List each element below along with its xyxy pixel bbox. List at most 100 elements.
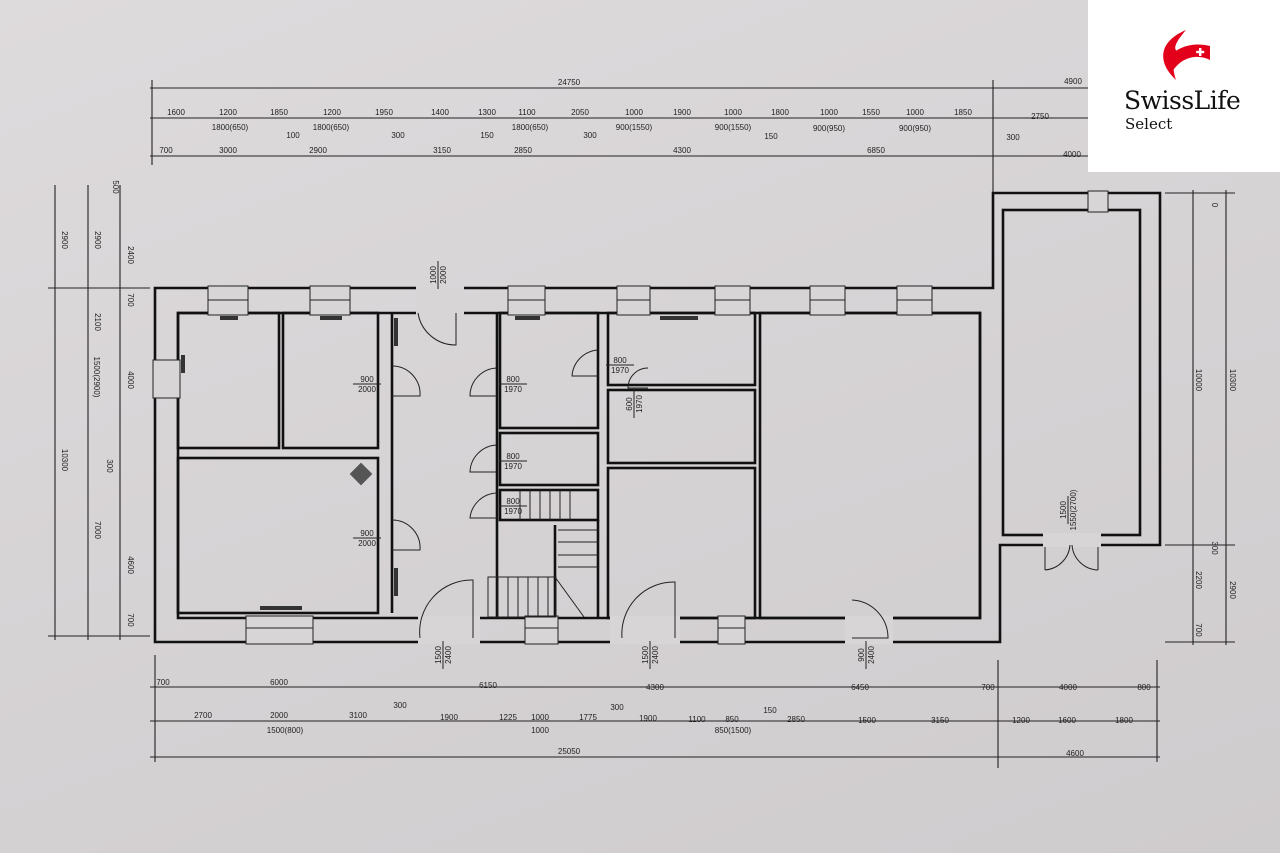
dimension-label: 2850 (514, 146, 532, 155)
door-width: 900 (857, 648, 866, 662)
dimension-label: 700 (159, 146, 173, 155)
door-width: 600 (625, 397, 634, 411)
dimension-label: 300 (583, 131, 597, 140)
door-height: 2400 (444, 646, 453, 664)
dimension-label: 6450 (851, 683, 869, 692)
dimension-label: 150 (763, 706, 777, 715)
door-width: 900 (360, 529, 374, 538)
dimension-label: 4000 (126, 371, 135, 389)
dimension-label: 1500 (858, 716, 876, 725)
dimension-label: 1600 (167, 108, 185, 117)
dimension-label: 300 (391, 131, 405, 140)
door-width: 800 (506, 497, 520, 506)
dimension-label: 1900 (639, 714, 657, 723)
dimension-label: 10300 (60, 449, 69, 472)
staircase (487, 490, 598, 618)
dimension-label: 1775 (579, 713, 597, 722)
dimension-label: 1000 (531, 726, 549, 735)
dimension-label: 150 (480, 131, 494, 140)
dimension-label: 300 (610, 703, 624, 712)
dimension-label: 3150 (433, 146, 451, 155)
dimension-label: 1850 (954, 108, 972, 117)
dimension-label: 1800(650) (313, 123, 350, 132)
dimension-label: 2100 (93, 313, 102, 331)
door-height: 2400 (867, 646, 876, 664)
dimension-label: 4000 (1059, 683, 1077, 692)
dimension-label: 300 (105, 459, 114, 473)
dimension-label: 700 (126, 613, 135, 627)
dimension-label: 1100 (518, 108, 536, 117)
dimension-label: 2900 (93, 231, 102, 249)
dimension-label: 300 (1210, 541, 1219, 555)
dimension-label: 2750 (1031, 112, 1049, 121)
swisslife-logo-icon (1163, 30, 1210, 80)
dimension-label: 100 (286, 131, 300, 140)
dimension-label: 6150 (479, 681, 497, 690)
dimension-label: 1500(800) (267, 726, 304, 735)
dimension-label: 150 (764, 132, 778, 141)
dimension-label: 4000 (1063, 150, 1081, 159)
dimension-label: 2900 (1228, 581, 1237, 599)
dimension-label: 24750 (558, 78, 581, 87)
dimension-label: 2850 (787, 715, 805, 724)
dimension-label: 800 (1137, 683, 1151, 692)
dimension-label: 700 (126, 293, 135, 307)
dimension-label: 900(1550) (715, 123, 752, 132)
door-width: 900 (360, 375, 374, 384)
dimension-label: 1200 (323, 108, 341, 117)
dimension-label: 2200 (1194, 571, 1203, 589)
door-height: 1970 (611, 366, 629, 375)
dimension-label: 4600 (1066, 749, 1084, 758)
dimension-label: 850(1500) (715, 726, 752, 735)
dimension-label: 900(950) (899, 124, 931, 133)
door-height: 1970 (504, 385, 522, 394)
dimension-label: 6000 (270, 678, 288, 687)
dimension-label: 1800 (771, 108, 789, 117)
dimension-label: 1850 (270, 108, 288, 117)
dimension-label: 2050 (571, 108, 589, 117)
door-width: 800 (506, 375, 520, 384)
dimension-label: 3100 (349, 711, 367, 720)
dimension-label: 2900 (309, 146, 327, 155)
dimension-label: 300 (1006, 133, 1020, 142)
dimension-label: 1200 (219, 108, 237, 117)
door-height: 1970 (504, 462, 522, 471)
door-swings (391, 286, 1101, 644)
dimension-label: 1000 (531, 713, 549, 722)
dimension-label: 2900 (60, 231, 69, 249)
dimension-label: 1800 (1115, 716, 1133, 725)
door-height: 1550(2700) (1069, 489, 1078, 530)
dimension-label: 7000 (93, 521, 102, 539)
dimension-label: 1000 (724, 108, 742, 117)
door-width: 800 (613, 356, 627, 365)
walls (153, 191, 1162, 644)
door-height: 2000 (358, 539, 376, 548)
dimension-label: 6850 (867, 146, 885, 155)
door-height: 1970 (504, 507, 522, 516)
dimension-label: 3000 (219, 146, 237, 155)
dimension-label: 1900 (673, 108, 691, 117)
dimension-label: 1000 (906, 108, 924, 117)
door-width: 1500 (1059, 501, 1068, 519)
dimension-label: 1800(650) (212, 123, 249, 132)
door-height: 1970 (635, 395, 644, 413)
door-height: 2000 (439, 266, 448, 284)
dimension-label: 2700 (194, 711, 212, 720)
dimension-label: 1900 (440, 713, 458, 722)
dimension-lines (48, 80, 1235, 768)
radiators (181, 316, 698, 610)
dimension-label: 1200 (1012, 716, 1030, 725)
dimension-label: 1950 (375, 108, 393, 117)
